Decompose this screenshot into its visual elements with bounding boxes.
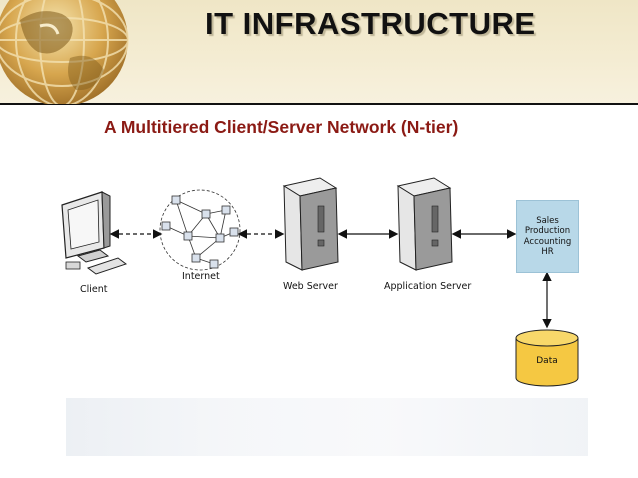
client-label: Client [80,284,108,295]
department-production: Production [524,226,571,236]
department-hr: HR [541,247,554,257]
slide-title: IT INFRASTRUCTURE [205,6,536,41]
internet-label: Internet [182,271,220,282]
application-server-label: Application Server [384,281,472,292]
department-accounting: Accounting [523,236,572,247]
header-divider [0,103,638,105]
department-sales: Sales [536,215,559,226]
application-server-icon [396,177,453,271]
client-computer-icon [61,191,128,275]
globe-logo-icon [0,0,129,104]
faded-background-panel [66,398,588,456]
web-server-label: Web Server [283,281,338,292]
departments-box: Sales Production Accounting HR [516,200,579,273]
data-label: Data [536,356,558,366]
database-icon [515,329,579,387]
web-server-icon [282,177,339,271]
slide-subtitle: A Multitiered Client/Server Network (N-t… [104,117,459,137]
